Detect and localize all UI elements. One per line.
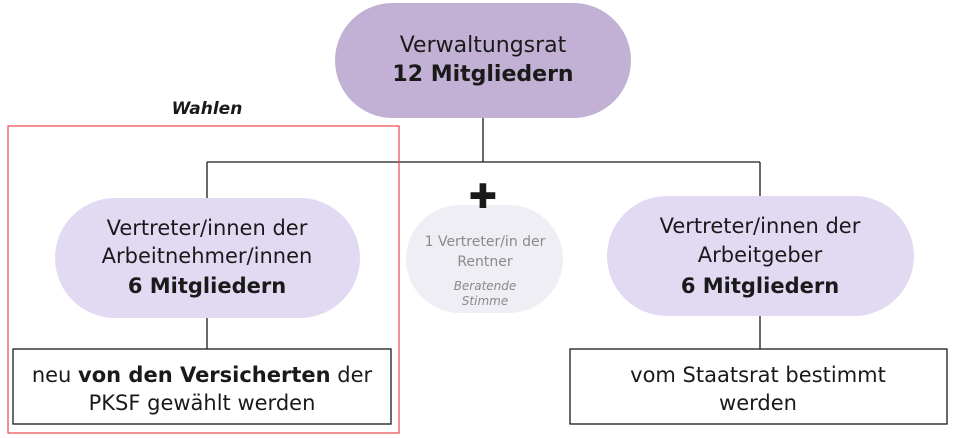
left-result-box [12,348,392,425]
top-node-count: 12 Mitgliedern [392,62,573,87]
center-node-line3: Beratende [454,279,517,293]
left-result-pre: neu [32,363,78,387]
center-node-line4: Stimme [462,294,508,308]
wahlen-label: Wahlen [172,99,243,119]
right-node-line1: Vertreter/innen der [660,214,861,238]
left-node-line2: Arbeitnehmer/innen [102,244,313,268]
center-node [406,205,563,313]
center-node-line1: 1 Vertreter/in der [425,234,546,250]
right-result-box [569,348,948,425]
left-node-count: 6 Mitgliedern [128,274,286,298]
plus-icon: ✚ [469,177,498,217]
left-result-line2: PKSF gewählt werden [89,391,316,415]
left-result-bold: von den Versicherten [78,363,331,387]
right-result-line1: vom Staatsrat bestimmt [630,363,886,387]
right-result-line2: werden [719,391,797,415]
left-result-post: der [331,363,373,387]
right-node-line2: Arbeitgeber [698,243,823,267]
left-node [55,198,360,318]
left-node-line1: Vertreter/innen der [107,216,308,240]
wahlen-frame [7,125,400,434]
left-result-line1: neu von den Versicherten der [32,363,373,387]
center-node-line2: Rentner [457,254,513,270]
top-node [335,3,631,118]
right-node-count: 6 Mitgliedern [681,274,839,298]
right-node [607,196,914,316]
top-node-title: Verwaltungsrat [400,33,567,58]
